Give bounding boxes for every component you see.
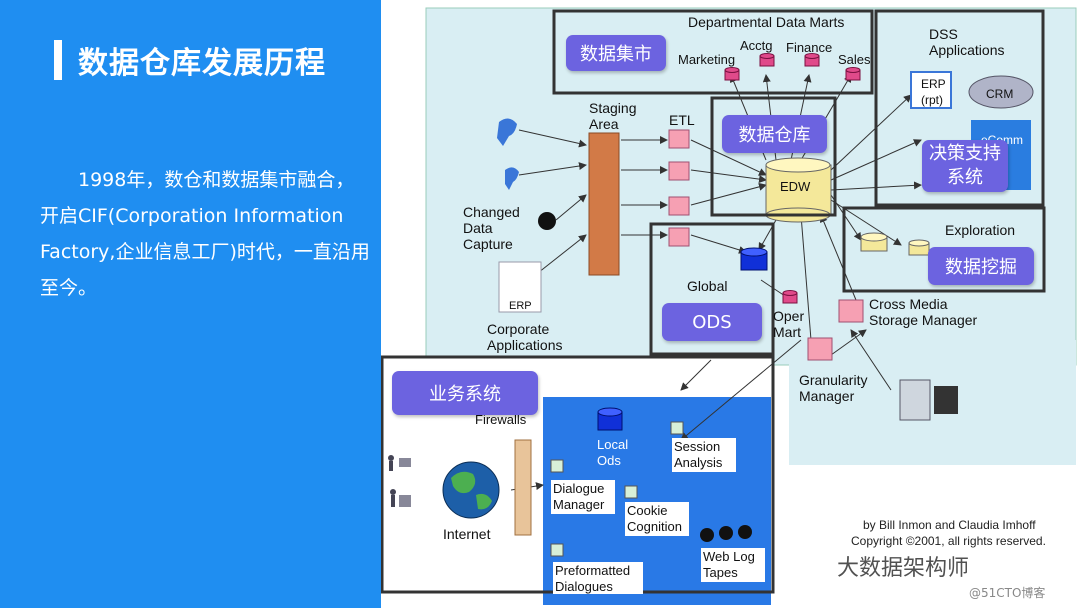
credit-copyright: Copyright ©2001, all rights reserved. <box>851 534 1046 548</box>
internet-label: Internet <box>443 526 491 542</box>
global-ods-label: Global ODS <box>687 278 728 296</box>
storage-icon <box>899 379 931 421</box>
crm-shape <box>968 75 1034 109</box>
marketing-label: Marketing <box>678 52 736 67</box>
business-system-tag: 业务系统 <box>392 371 538 415</box>
ods-tag: ODS <box>662 303 762 341</box>
crm-label: CRM <box>986 87 1014 101</box>
firewalls-label: Firewalls <box>475 412 527 427</box>
left-panel: 数据仓库发展历程 1998年，数仓和数据集市融合，开启CIF(Corporati… <box>0 0 381 608</box>
staging-area-label: Staging Area <box>589 100 637 132</box>
exploration-warehouse-label: Exploration Warehouse <box>945 222 1016 240</box>
storage-tape-icon <box>934 386 958 414</box>
granularity-manager-label: Granularity Manager <box>799 372 868 404</box>
erp-rpt-label: ERP (rpt) <box>921 77 946 107</box>
erp-source-box <box>498 261 542 313</box>
local-ods-label: Local Ods <box>597 437 629 468</box>
staging-area-bar <box>588 132 620 276</box>
web-log-tapes-label: Web Log Tapes <box>701 548 765 582</box>
ods-frame <box>649 222 775 356</box>
corporate-applications-label: Corporate Applications <box>487 321 563 353</box>
preformatted-dialogues-label: Preformatted Dialogues <box>553 562 643 594</box>
data-warehouse-frame <box>710 96 837 217</box>
dss-applications-label: DSS Applications <box>929 26 1005 58</box>
dss-tag: 决策支持系统 <box>922 140 1008 192</box>
web-panel-markers <box>550 421 684 557</box>
erp-rpt-box <box>910 71 952 109</box>
diagram-background-extension <box>789 340 1076 465</box>
changed-data-capture-label: Changed Data Capture <box>463 204 520 252</box>
data-mining-frame <box>842 206 1046 293</box>
slide-title: 数据仓库发展历程 <box>78 46 326 81</box>
cross-media-box <box>838 299 864 323</box>
data-mart-tag: 数据集市 <box>566 35 666 71</box>
finance-label: Finance <box>786 40 833 55</box>
edw-cylinder <box>765 157 832 223</box>
dss-frame <box>874 9 1045 207</box>
session-analysis-label: Session Analysis <box>672 438 736 472</box>
source-card-icon <box>505 167 519 190</box>
departmental-data-marts-label: Departmental Data Marts <box>688 14 845 30</box>
etl-label: ETL <box>669 112 695 128</box>
title-accent-bar <box>54 40 62 80</box>
granularity-box <box>807 337 833 361</box>
erp-label: ERP <box>509 300 532 312</box>
etl-boxes <box>668 129 690 247</box>
local-ods-cylinder <box>597 407 623 431</box>
user-icons <box>388 455 411 507</box>
data-mart-frame <box>552 9 874 95</box>
changed-data-capture-node <box>538 212 556 230</box>
slide-body-paragraph: 1998年，数仓和数据集市融合，开启CIF(Corporation Inform… <box>40 169 370 299</box>
cif-diagram: Departmental Data Marts Marketing Acctg … <box>381 0 1080 608</box>
global-ods-cylinder <box>740 247 768 271</box>
exploration-cylinders <box>860 232 930 256</box>
cross-media-storage-manager-label: Cross Media Storage Manager <box>869 296 978 328</box>
slide-body-text: 1998年，数仓和数据集市融合，开启CIF(Corporation Inform… <box>40 162 370 306</box>
cookie-cognition-label: Cookie Cognition <box>625 502 689 536</box>
data-mining-tag: 数据挖掘 <box>928 247 1034 285</box>
watermark-name: 大数据架构师 <box>837 556 970 581</box>
oper-mart-label: Oper Mart <box>773 308 805 340</box>
data-warehouse-tag: 数据仓库 <box>722 115 827 153</box>
dialogue-manager-label: Dialogue Manager <box>551 480 615 514</box>
web-log-tape-reels <box>700 525 752 542</box>
edw-label: EDW <box>780 179 811 194</box>
sales-label: Sales <box>838 52 871 67</box>
firewall-icon <box>514 439 532 536</box>
data-mart-cylinders <box>724 53 861 304</box>
acctg-label: Acctg <box>740 38 773 53</box>
source-card-icon <box>497 118 517 146</box>
credit-authors: by Bill Inmon and Claudia Imhoff <box>863 518 1036 532</box>
globe-icon <box>442 461 500 519</box>
watermark-blog: @51CTO博客 <box>969 586 1046 600</box>
